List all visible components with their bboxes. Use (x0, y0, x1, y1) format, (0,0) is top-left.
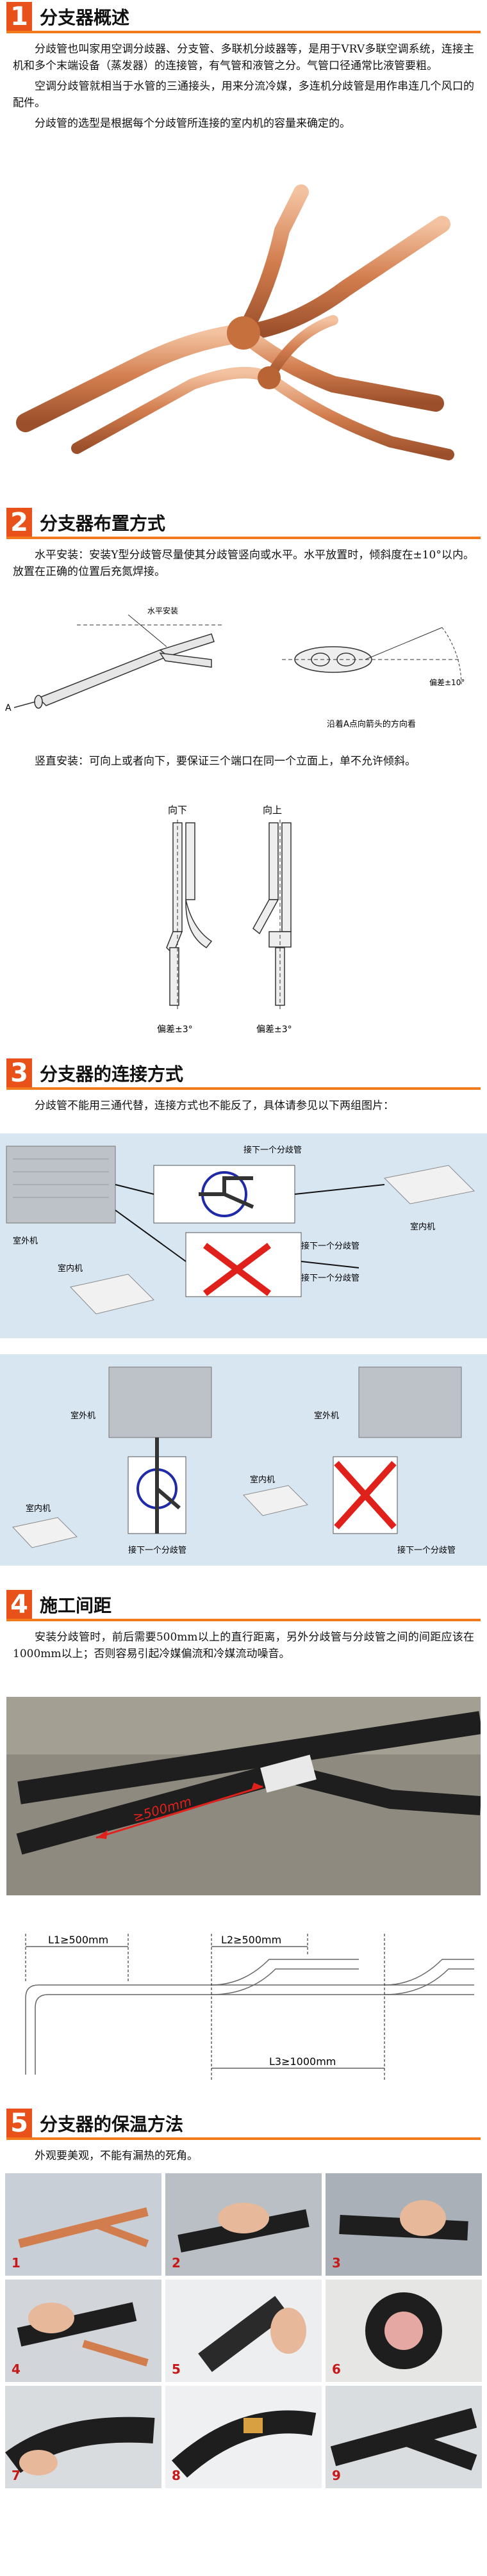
vertical-install-diagram: 向下 向上 偏差±3° 偏差±3° (157, 804, 292, 1035)
paragraph: 外观要美观，不能有漏热的死角。 (35, 2150, 198, 2162)
section-header: 5 分支器的保温方法 (0, 2107, 487, 2140)
section-overview: 1 分支器概述 分歧管也叫家用空调分歧器、分支管、多联机分歧器等，是用于VRV多… (0, 0, 487, 506)
insulation-photo: 8 (165, 2386, 322, 2488)
indoor-unit-right (243, 1485, 308, 1516)
photo-number: 3 (332, 2255, 341, 2271)
section-number: 1 (6, 2, 32, 31)
photo-number: 1 (12, 2255, 21, 2271)
photo-number: 2 (172, 2255, 181, 2271)
photo-number: 9 (332, 2468, 341, 2483)
insulation-photo: 7 (5, 2386, 161, 2488)
down-label: 向下 (168, 804, 187, 816)
outdoor-label: 室外机 (13, 1236, 38, 1246)
outdoor-label-left: 室外机 (70, 1411, 95, 1421)
deviation-label-right: 偏差±3° (256, 1025, 292, 1035)
view-caption: 沿着A点向箭头的方向看 (327, 719, 416, 729)
section-header: 1 分支器概述 (0, 0, 487, 33)
connection-diagram-b: 室外机 室外机 室内机 室内机 接下一个分歧管 接下一个分歧管 (0, 1354, 487, 1566)
insulation-photo: 9 (326, 2386, 482, 2488)
install-label: 水平安装 (147, 606, 178, 615)
insulation-photo: 2 (165, 2173, 322, 2276)
next-label-right: 接下一个分歧管 (397, 1545, 456, 1555)
section-spacing: 4 施工间距 安装分歧管时，前后需要500mm以上的直行距离，另外分歧管与分歧管… (0, 1588, 487, 2107)
outdoor-label-right: 室外机 (314, 1411, 339, 1421)
distance-marker (95, 1785, 263, 1839)
next-label-mid: 接下一个分歧管 (301, 1241, 359, 1251)
indoor-label-right: 室内机 (250, 1475, 275, 1485)
pipe-joint (227, 316, 260, 350)
section-rule (6, 537, 481, 539)
section-title: 施工间距 (40, 1595, 112, 1616)
wrong-cross (334, 1461, 397, 1530)
point-a-label: A (5, 703, 12, 713)
up-label: 向上 (263, 804, 282, 816)
indoor-unit-left (12, 1517, 78, 1548)
section-title: 分支器的连接方式 (40, 1064, 184, 1085)
section-title: 分支器布置方式 (40, 513, 166, 534)
section-rule (6, 2137, 481, 2140)
section-rule (6, 31, 481, 33)
photo-number: 8 (172, 2468, 181, 2483)
indoor-unit-left (70, 1274, 154, 1315)
indoor-label-right: 室内机 (410, 1222, 435, 1232)
section-number: 5 (6, 2109, 32, 2138)
indoor-label-left: 室内机 (58, 1263, 83, 1274)
next-label-top: 接下一个分歧管 (244, 1145, 302, 1155)
photo-number: 5 (172, 2361, 181, 2377)
deviation-label-left: 偏差±3° (157, 1025, 193, 1035)
deviation-label: 偏差±10° (429, 677, 465, 687)
paragraph: 分歧管不能用三通代替，连接方式也不能反了，具体请参见以下两组图片： (35, 1099, 394, 1112)
insulation-photo-grid: 1 2 3 4 5 6 7 (0, 2173, 487, 2488)
insulation-photo: 5 (165, 2280, 322, 2382)
section-number: 4 (6, 1590, 32, 1619)
section-rule (6, 1087, 481, 1090)
insulation-photo: 4 (5, 2280, 161, 2382)
section-rule (6, 1619, 481, 1621)
paragraph: 竖直安装：可向上或者向下，要保证三个端口在同一个立面上，单不允许倾斜。 (35, 755, 416, 768)
section-layout: 2 分支器布置方式 水平安装：安装Y型分歧管尽量使其分歧管竖向或水平。水平放置时… (0, 506, 487, 1057)
pipe-joint (258, 366, 281, 389)
insulation-photo: 1 (5, 2173, 161, 2276)
copper-branch-pipe-image (16, 184, 454, 460)
section-insulation: 5 分支器的保温方法 外观要美观，不能有漏热的死角。 1 2 3 4 (0, 2107, 487, 2576)
paragraph: 分歧管也叫家用空调分歧器、分支管、多联机分歧器等，是用于VRV多联空调系统，连接… (13, 43, 474, 72)
section-number: 2 (6, 508, 32, 537)
section-title: 分支器的保温方法 (40, 2114, 184, 2135)
insulation-photo: 6 (326, 2280, 482, 2382)
photo-number: 7 (12, 2468, 21, 2483)
next-label-bottom: 接下一个分歧管 (301, 1273, 359, 1283)
section-header: 4 施工间距 (0, 1588, 487, 1621)
paragraph: 分歧管的选型是根据每个分歧管所连接的室内机的容量来确定的。 (35, 117, 351, 130)
next-label-left: 接下一个分歧管 (128, 1545, 186, 1555)
paragraph: 安装分歧管时，前后需要500mm以上的直行距离，另外分歧管与分歧管之间的间距应该… (13, 1631, 474, 1660)
photo-number: 6 (332, 2361, 341, 2377)
dim-l2: L2≥500mm (221, 1934, 281, 1946)
outdoor-unit-left (108, 1366, 212, 1438)
photo-number: 4 (12, 2361, 21, 2377)
section-number: 3 (6, 1058, 32, 1088)
wrong-cross (203, 1243, 271, 1296)
section-connection: 3 分支器的连接方式 分歧管不能用三通代替，连接方式也不能反了，具体请参见以下两… (0, 1057, 487, 1588)
indoor-label-left: 室内机 (26, 1503, 51, 1514)
indoor-unit-right (383, 1165, 475, 1204)
ceiling-pipe-photo: ≥500mm (6, 1697, 481, 1895)
connection-diagram-a: 室外机 室内机 室内机 接下一个分歧管 接下一个分歧管 接下一个分歧管 (0, 1133, 487, 1338)
spacing-dimension-diagram: L1≥500mm L2≥500mm L3≥1000mm (25, 1934, 474, 2081)
dim-l1: L1≥500mm (48, 1934, 108, 1946)
dim-l3: L3≥1000mm (269, 2055, 336, 2068)
paragraph: 空调分歧管就相当于水管的三通接头，用来分流冷媒，多连机分歧管是用作串连几个风口的… (13, 80, 474, 109)
section-header: 2 分支器布置方式 (0, 506, 487, 539)
outdoor-unit-right (358, 1366, 462, 1438)
section-title: 分支器概述 (40, 7, 130, 28)
horizontal-install-diagram: 水平安装 A 偏差±10° 沿着A点向箭头的方向看 (5, 606, 465, 729)
insulation-photo: 3 (326, 2173, 482, 2276)
paragraph: 水平安装：安装Y型分歧管尽量使其分歧管竖向或水平。水平放置时，倾斜度在±10°以… (13, 549, 474, 578)
section-header: 3 分支器的连接方式 (0, 1057, 487, 1090)
